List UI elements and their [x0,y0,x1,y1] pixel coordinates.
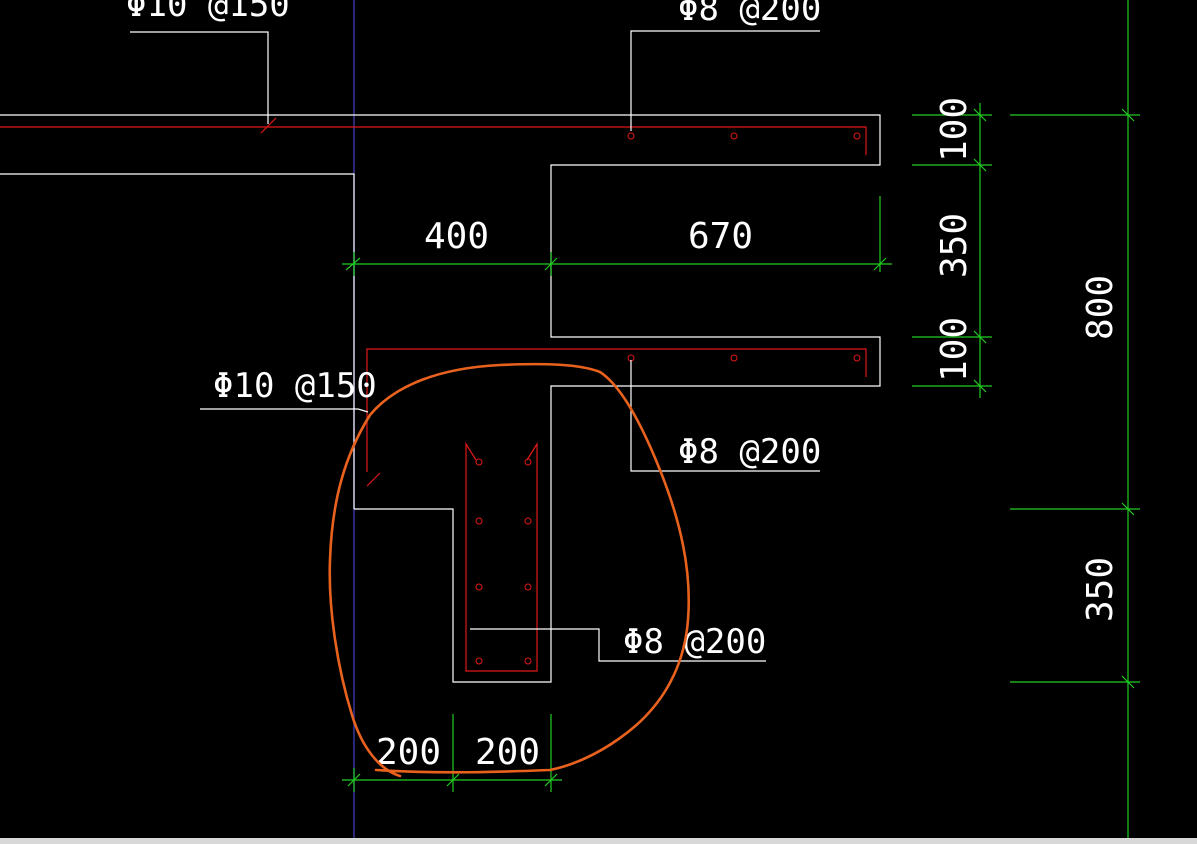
label-mid-right: Φ8 @200 [678,432,821,472]
markup-freehand-circle [328,362,691,778]
dim-200-left: 200 [376,732,441,773]
dimension-lines [342,0,1140,838]
status-bar [0,838,1197,844]
dim-350-mid: 350 [934,213,975,278]
label-top-left: Φ10 @150 [126,0,290,25]
dim-670: 670 [688,216,753,257]
rebar-stirrup-column [465,441,538,672]
label-mid-left: Φ10 @150 [213,366,377,406]
label-low-right: Φ8 @200 [623,622,766,662]
dim-400: 400 [424,216,489,257]
leader-lines [130,30,820,662]
dim-100-low: 100 [934,317,975,382]
label-top-right: Φ8 @200 [678,0,821,29]
dim-350-right: 350 [1080,557,1121,622]
dim-100-top: 100 [934,97,975,162]
dim-200-right: 200 [475,732,540,773]
dim-800: 800 [1080,275,1121,340]
rebar-top-slab [0,117,867,155]
concrete-outline [0,114,881,683]
